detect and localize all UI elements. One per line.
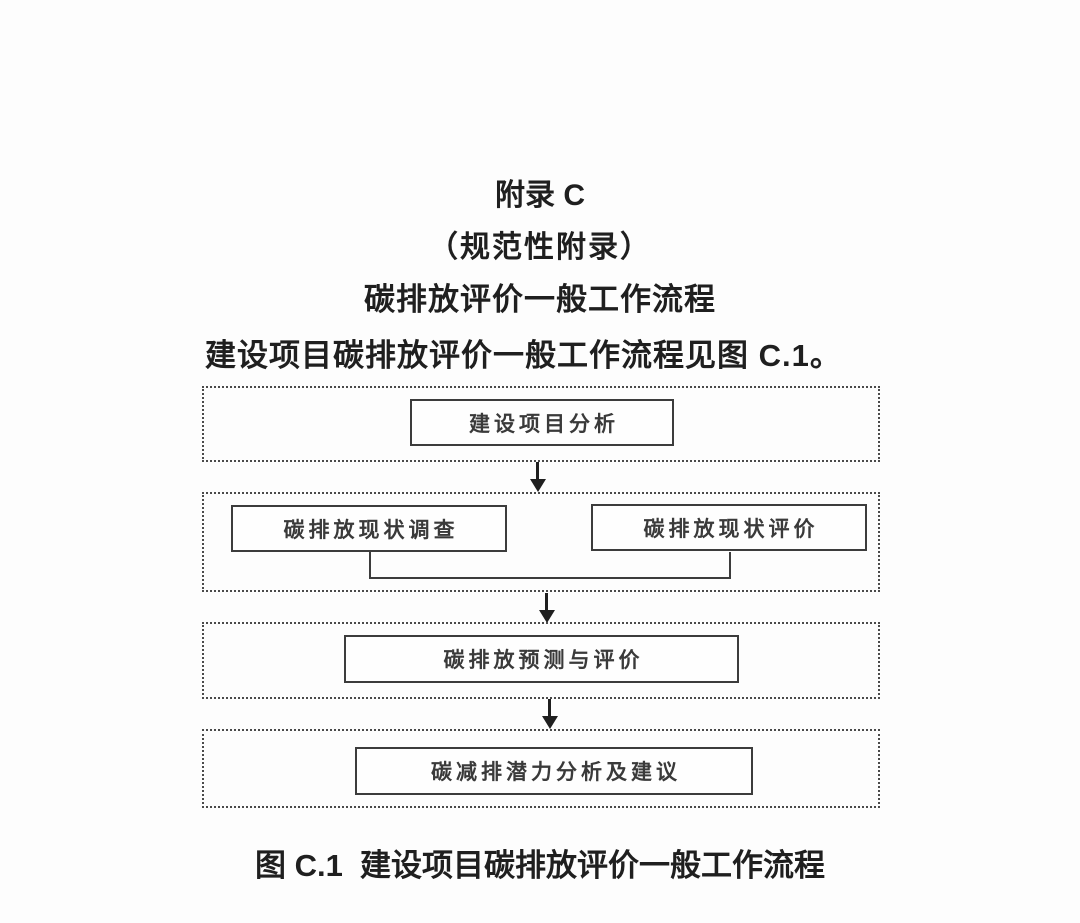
flow-arrow-2	[545, 593, 548, 610]
appendix-title-heading: 碳排放评价一般工作流程	[364, 282, 716, 317]
flow-arrow-1	[536, 462, 539, 479]
connector-bracket	[369, 552, 731, 579]
node-project-analysis: 建设项目分析	[410, 399, 674, 446]
appendix-label: 附录 C	[495, 179, 585, 212]
node-status-evaluation: 碳排放现状评价	[591, 504, 867, 551]
flow-arrow-3	[548, 699, 551, 716]
intro-paragraph: 建设项目碳排放评价一般工作流程见图 C.1。	[205, 338, 842, 373]
stage-prediction-evaluation: 碳排放预测与评价	[202, 622, 880, 699]
stage-reduction-potential: 碳减排潜力分析及建议	[202, 729, 880, 808]
stage-project-analysis: 建设项目分析	[202, 386, 880, 462]
figure-caption: 图 C.1 建设项目碳排放评价一般工作流程	[254, 848, 826, 883]
node-reduction-potential: 碳减排潜力分析及建议	[355, 747, 753, 795]
appendix-type-heading: （规范性附录）	[428, 231, 652, 264]
node-prediction-evaluation: 碳排放预测与评价	[344, 635, 739, 683]
stage-current-status: 碳排放现状调查 碳排放现状评价	[202, 492, 880, 592]
node-status-survey: 碳排放现状调查	[231, 505, 507, 552]
